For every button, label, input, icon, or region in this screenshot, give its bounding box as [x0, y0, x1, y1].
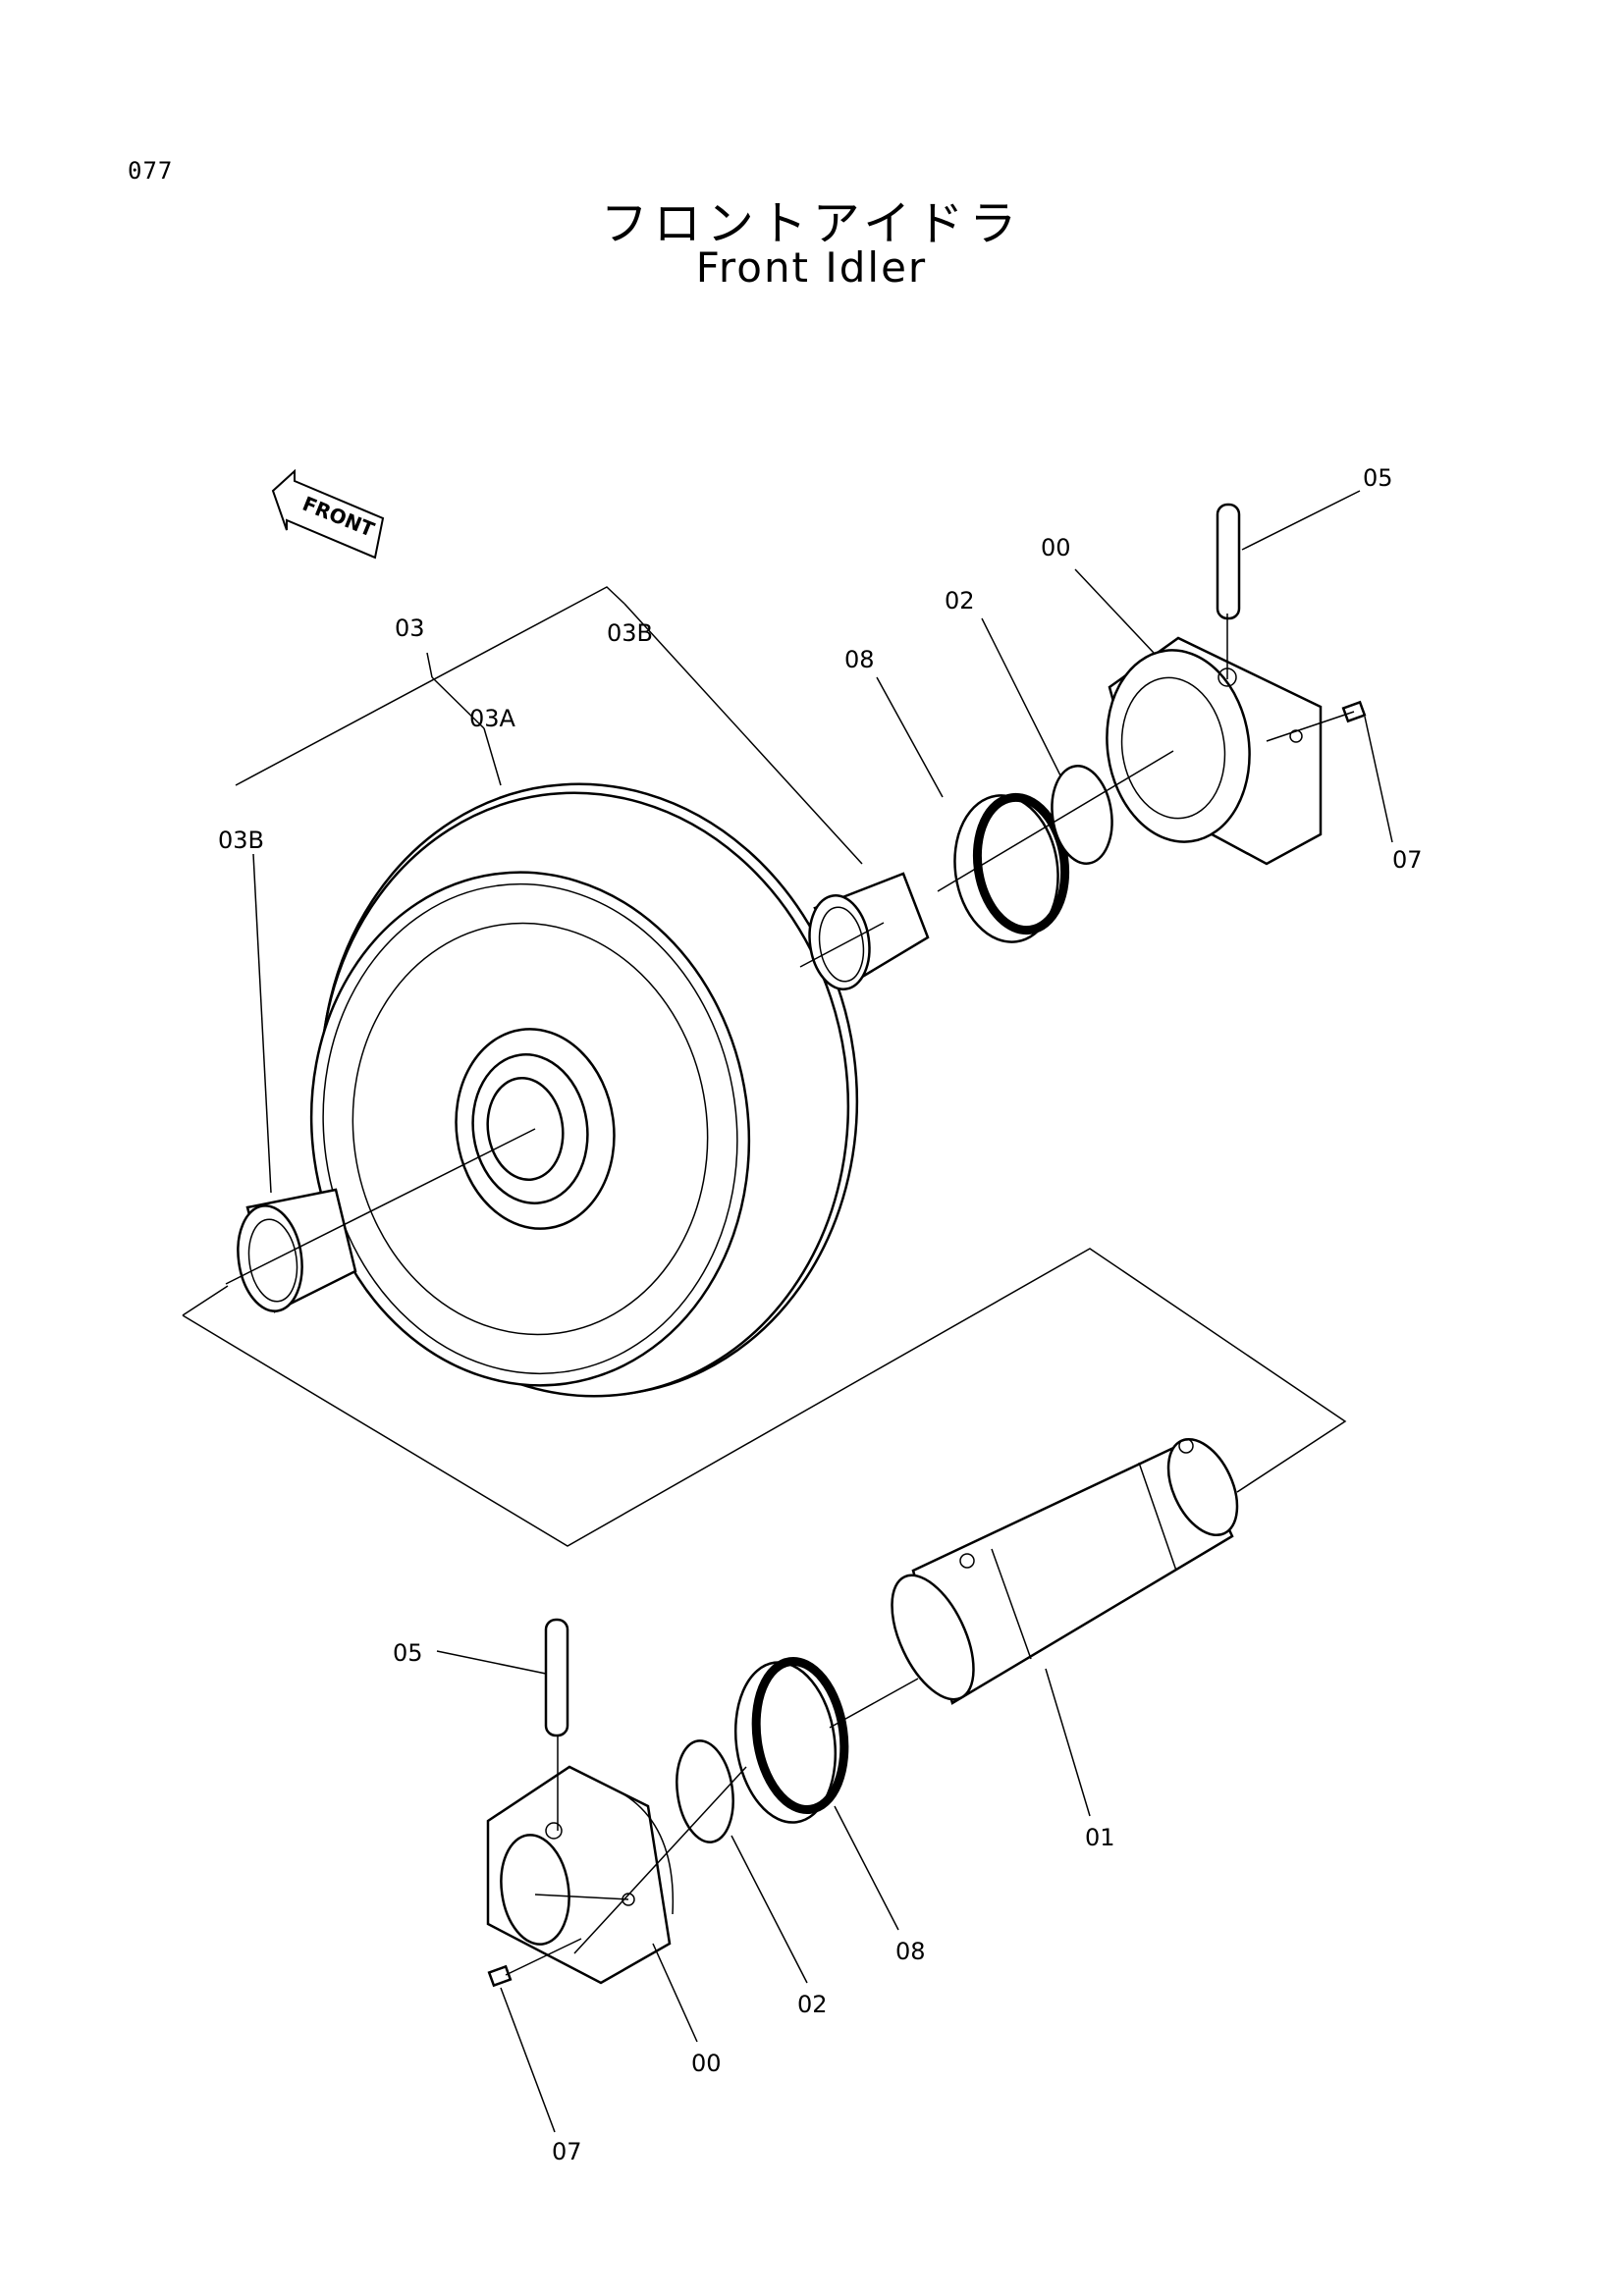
- bushing-03b-middle: [808, 872, 930, 990]
- floating-seal-08-bottom: [733, 1656, 849, 1824]
- title-english: Front Idler: [695, 243, 928, 292]
- callout-02-top: 02: [945, 587, 975, 614]
- pin-05-top: [1216, 503, 1241, 620]
- callout-07-top: 07: [1392, 846, 1423, 874]
- callout-08-top: 08: [844, 646, 875, 673]
- callout-05-bottom: 05: [393, 1639, 423, 1667]
- callout-05-top: 05: [1363, 464, 1393, 492]
- callout-03: 03: [395, 614, 425, 642]
- bushing-03b-left: [237, 1188, 357, 1313]
- callout-00-top: 00: [1041, 534, 1071, 561]
- shaft-assembly-outline: [182, 1248, 1347, 1547]
- shaft-01: [891, 1437, 1239, 1705]
- o-ring-02-bottom: [676, 1739, 734, 1843]
- floating-seal-08-top: [953, 792, 1070, 943]
- page-number: 077: [128, 157, 174, 185]
- callout-02-bottom: 02: [797, 1991, 828, 2018]
- leader-lines: [436, 490, 1393, 2133]
- assembly-bracket: [235, 586, 863, 1194]
- idler-wheel-03a: [309, 782, 859, 1398]
- o-ring-02-top: [1051, 765, 1113, 865]
- callout-03b-middle: 03B: [607, 619, 653, 647]
- callout-00-bottom: 00: [691, 2050, 722, 2077]
- support-block-00-top: [1106, 636, 1323, 866]
- callout-03a: 03A: [469, 705, 516, 732]
- callout-08-bottom: 08: [895, 1938, 926, 1965]
- callout-01: 01: [1085, 1824, 1115, 1851]
- callout-03b-left: 03B: [218, 827, 264, 854]
- callout-07-bottom: 07: [552, 2138, 582, 2165]
- setscrew-07-bottom: [487, 1964, 513, 1988]
- support-block-00-bottom: [486, 1765, 675, 1985]
- front-arrow-icon: FRONT: [271, 468, 385, 560]
- pin-05-bottom: [544, 1618, 569, 1737]
- title-japanese: フロントアイドラ: [600, 196, 1023, 251]
- center-lines: [225, 614, 1355, 1976]
